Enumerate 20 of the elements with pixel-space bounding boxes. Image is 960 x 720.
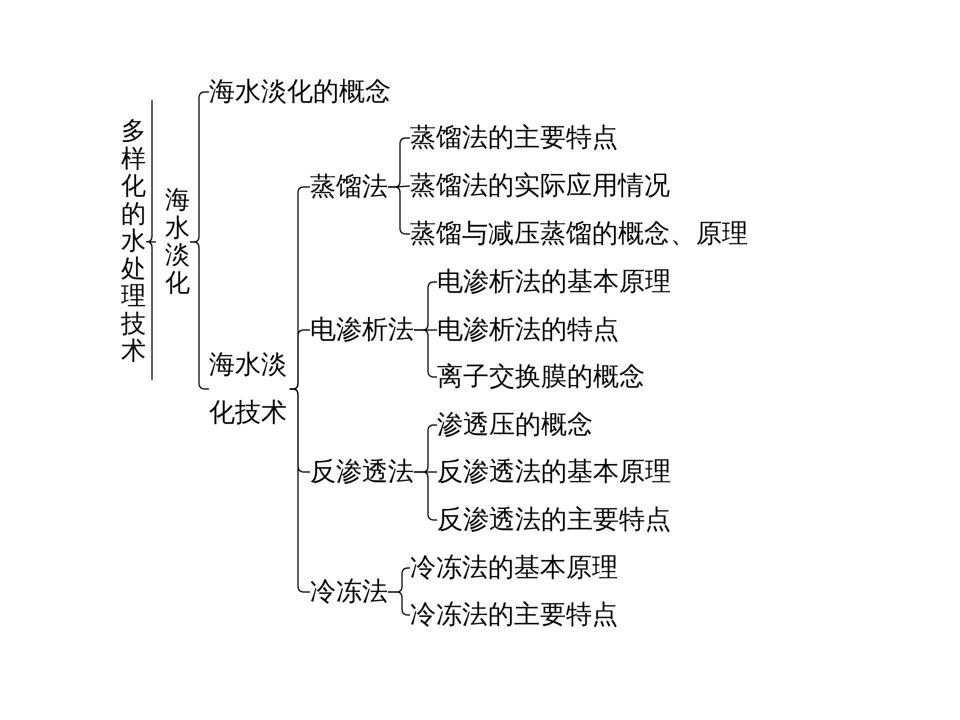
topic-label: 蒸馏与减压蒸馏的概念、原理 xyxy=(410,218,748,250)
topic-label: 渗透压的概念 xyxy=(437,409,593,441)
topic-label: 多样化的水处理技术 xyxy=(121,118,146,366)
topic-label: 反渗透法的主要特点 xyxy=(437,504,671,536)
topic-label: 冷冻法的主要特点 xyxy=(410,599,618,631)
topic-label: 冷冻法 xyxy=(310,576,388,608)
topic-label: 海水淡化技术 xyxy=(209,341,290,437)
topic-label: 电渗析法的基本原理 xyxy=(437,266,671,298)
topic-label: 蒸馏法 xyxy=(310,171,388,203)
brace-connector xyxy=(145,99,157,381)
topic-label: 离子交换膜的概念 xyxy=(437,361,645,393)
topic-label: 电渗析法 xyxy=(310,314,414,346)
topic-label: 反渗透法 xyxy=(310,456,414,488)
topic-label: 反渗透法的基本原理 xyxy=(437,456,671,488)
topic-label: 冷冻法的基本原理 xyxy=(410,552,618,584)
topic-label: 海水淡化的概念 xyxy=(209,76,391,108)
topic-label: 蒸馏法的实际应用情况 xyxy=(410,170,670,202)
topic-label: 海水淡化 xyxy=(156,187,190,297)
topic-label: 蒸馏法的主要特点 xyxy=(410,122,618,154)
topic-label: 电渗析法的特点 xyxy=(437,314,619,346)
